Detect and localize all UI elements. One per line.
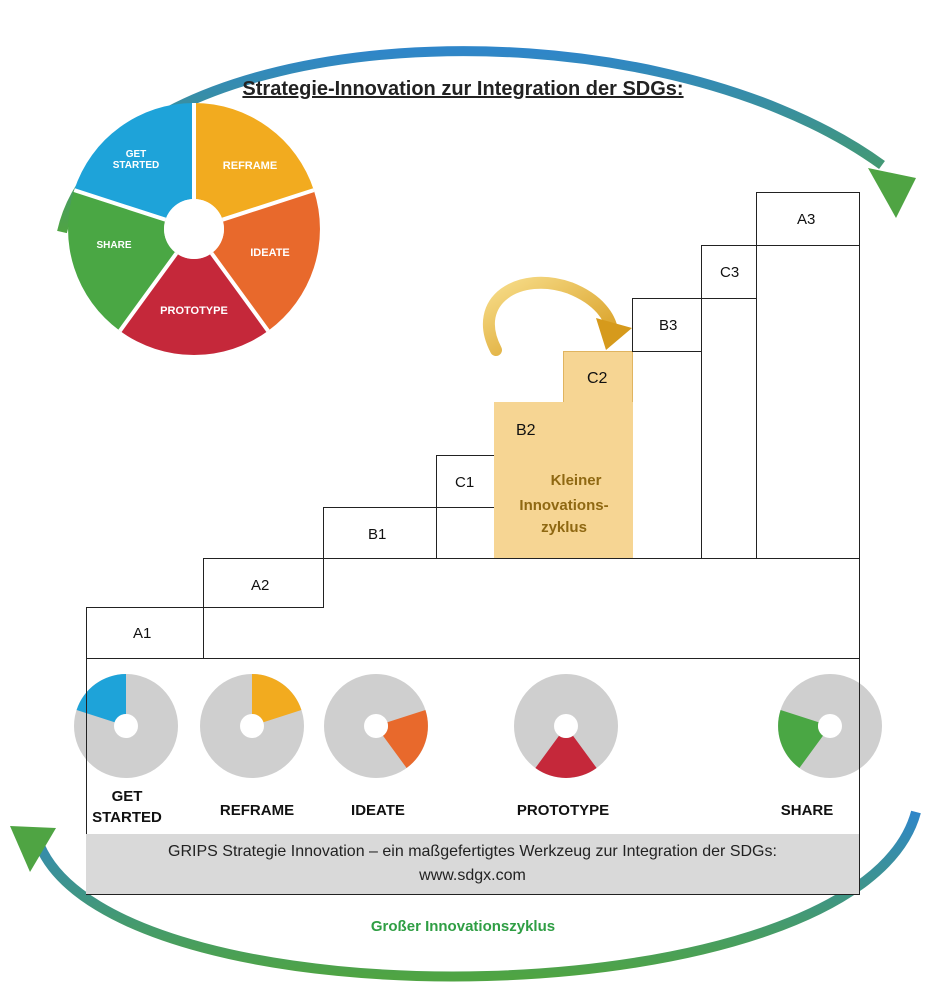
big-cycle-label: Großer Innovationszyklus [370,918,556,935]
big-wheel-prototype: PROTOTYPE [160,305,228,317]
small-cycle-label: Kleiner Innovations- zyklus [498,470,630,539]
step-b3: B3 [632,298,702,352]
step-c3: C3 [701,245,757,299]
phase-label-reframe: REFRAME [219,802,295,819]
divider [203,607,204,659]
phase-wheel-ideate [324,674,428,778]
step-b2-label: B2 [516,422,536,439]
step-a2: A2 [203,558,324,608]
footer-line1: GRIPS Strategie Innovation – ein maßgefe… [168,843,777,860]
big-wheel-ideate: IDEATE [250,247,290,259]
footer-line2: www.sdgx.com [419,867,526,884]
big-wheel-getstarted-1: GET [126,149,147,160]
step-c1: C1 [436,455,495,508]
small-cycle-line3: zyklus [541,519,587,536]
footer-note: GRIPS Strategie Innovation – ein maßgefe… [86,834,859,894]
step-c1-label: C1 [455,474,475,491]
phase-label-share: SHARE [780,802,834,819]
phase-wheel-getstarted [74,674,178,778]
phase-label-prototype: PROTOTYPE [516,802,610,819]
step-b1-label: B1 [368,526,387,543]
phase-wheel-reframe [200,674,304,778]
divider [859,245,860,559]
divider [859,558,860,659]
step-a2-label: A2 [251,577,270,594]
small-cycle-line2: Innovations- [519,497,609,514]
phase-label-ideate: IDEATE [351,802,405,819]
step-a3-label: A3 [797,211,816,228]
phase-label-getstarted-1: GET [111,788,143,805]
step-a1: A1 [86,607,204,659]
divider [756,245,757,559]
big-wheel-share: SHARE [96,240,131,251]
small-cycle-line1: Kleiner [550,472,602,489]
divider [203,558,860,559]
step-a1-label: A1 [133,625,152,642]
big-design-wheel: GET STARTED REFRAME IDEATE PROTOTYPE SHA… [68,103,320,355]
small-cycle-top-arrow [483,276,632,356]
step-b3-label: B3 [659,317,678,334]
phases-frame [86,658,860,895]
phase-label-getstarted: GET STARTED [86,786,168,828]
step-c3-label: C3 [720,264,740,281]
big-wheel-getstarted-2: STARTED [113,160,159,171]
phase-label-getstarted-2: STARTED [92,809,162,826]
step-b1: B1 [323,507,437,559]
step-c2-label: C2 [587,370,608,387]
divider [701,298,702,559]
phase-wheel-prototype [514,674,618,778]
page-title: Strategie-Innovation zur Integration der… [242,78,684,100]
small-cycle-box [494,402,633,559]
step-a3: A3 [756,192,860,246]
phase-wheel-share [778,674,882,778]
big-wheel-reframe: REFRAME [223,160,277,172]
